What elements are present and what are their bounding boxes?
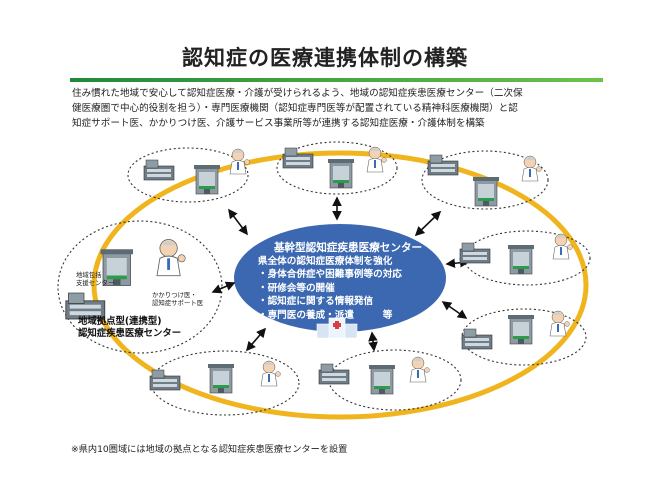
building-icon (282, 147, 314, 169)
description-line: 健医療圏で中心的役割を担う）・専門医療機関（認知症専門医等が配置されている精神科… (72, 103, 518, 114)
regional-doctor-icon (156, 238, 186, 277)
building-icon (507, 244, 535, 275)
center-hospital-icon (316, 317, 358, 339)
center-line: ・専門医の養成・派遣 等 (258, 309, 393, 321)
cluster-bottom-right (328, 349, 462, 411)
page-title: 認知症の医療連携体制の構築 (182, 46, 468, 70)
arrow-top-left (228, 208, 248, 236)
regional-center-label-line: 認知症疾患医療センター (78, 328, 182, 339)
building-icon (193, 164, 221, 195)
description-line: 知症サポート医、かかりつけ医、介護サービス事業所等が連携する認知症医療・介護体制… (72, 118, 485, 129)
footnote: ※県内10圏域には地域の拠点となる認知症疾患医療センターを設置 (71, 444, 348, 455)
cluster-top-left (127, 147, 249, 203)
building-icon (368, 364, 396, 395)
title-rule (70, 78, 603, 82)
building-icon (318, 363, 350, 385)
cluster-right-lower (461, 308, 587, 366)
building-icon (461, 328, 493, 350)
regional-ring (91, 150, 589, 420)
building-icon (507, 314, 535, 345)
building-icon (327, 158, 355, 189)
building-icon (143, 159, 175, 181)
doctor-icon (366, 146, 387, 173)
doctor-label: かかりつけ医・ 認知症サポート医 (152, 291, 204, 307)
cluster-top-right (421, 150, 549, 210)
doctor-icon (521, 155, 542, 182)
arrow-top-right (414, 210, 442, 237)
center-line: ・研修会等の開催 (258, 282, 335, 294)
center-hub (234, 224, 446, 332)
regional-center-label-line: 地域拠点型(連携型) (78, 316, 162, 327)
cluster-right-upper (463, 230, 591, 286)
description-line: 住み慣れた地域で安心して認知症医療・介護が受けられるよう、地域の認知症疾患医療セ… (72, 88, 523, 99)
arrow-bottom-left (245, 327, 267, 352)
building-icon (459, 242, 491, 264)
arrow-bottom-right (368, 331, 378, 352)
doctor-icon (229, 148, 250, 175)
arrow-right-lower (441, 301, 468, 319)
building-icon (472, 176, 500, 207)
center-line: ・認知症に関する情報発信 (258, 296, 374, 308)
doctor-icon (409, 356, 430, 383)
building-icon (149, 369, 181, 391)
center-title: 基幹型認知症疾患医療センター (273, 242, 423, 254)
center-line: ・身体合併症や困難事例等の対応 (258, 269, 402, 281)
regional-center-label: 地域拠点型(連携型) 認知症疾患医療センター (78, 316, 181, 340)
center-description: 県全体の認知症医療体制を強化 ・身体合併症や困難事例等の対応 ・研修会等の開催 … (258, 255, 433, 322)
description: 住み慣れた地域で安心して認知症医療・介護が受けられるよう、地域の認知症疾患医療セ… (72, 86, 612, 131)
doctor-icon (549, 310, 570, 337)
cluster-top-center (276, 141, 398, 195)
building-icon (207, 363, 235, 394)
doctor-icon (260, 360, 281, 387)
center-line: 県全体の認知症医療体制を強化 (258, 256, 393, 267)
support-center-label: 地域包括 支援センター (76, 271, 115, 287)
arrow-left-region (211, 281, 236, 294)
